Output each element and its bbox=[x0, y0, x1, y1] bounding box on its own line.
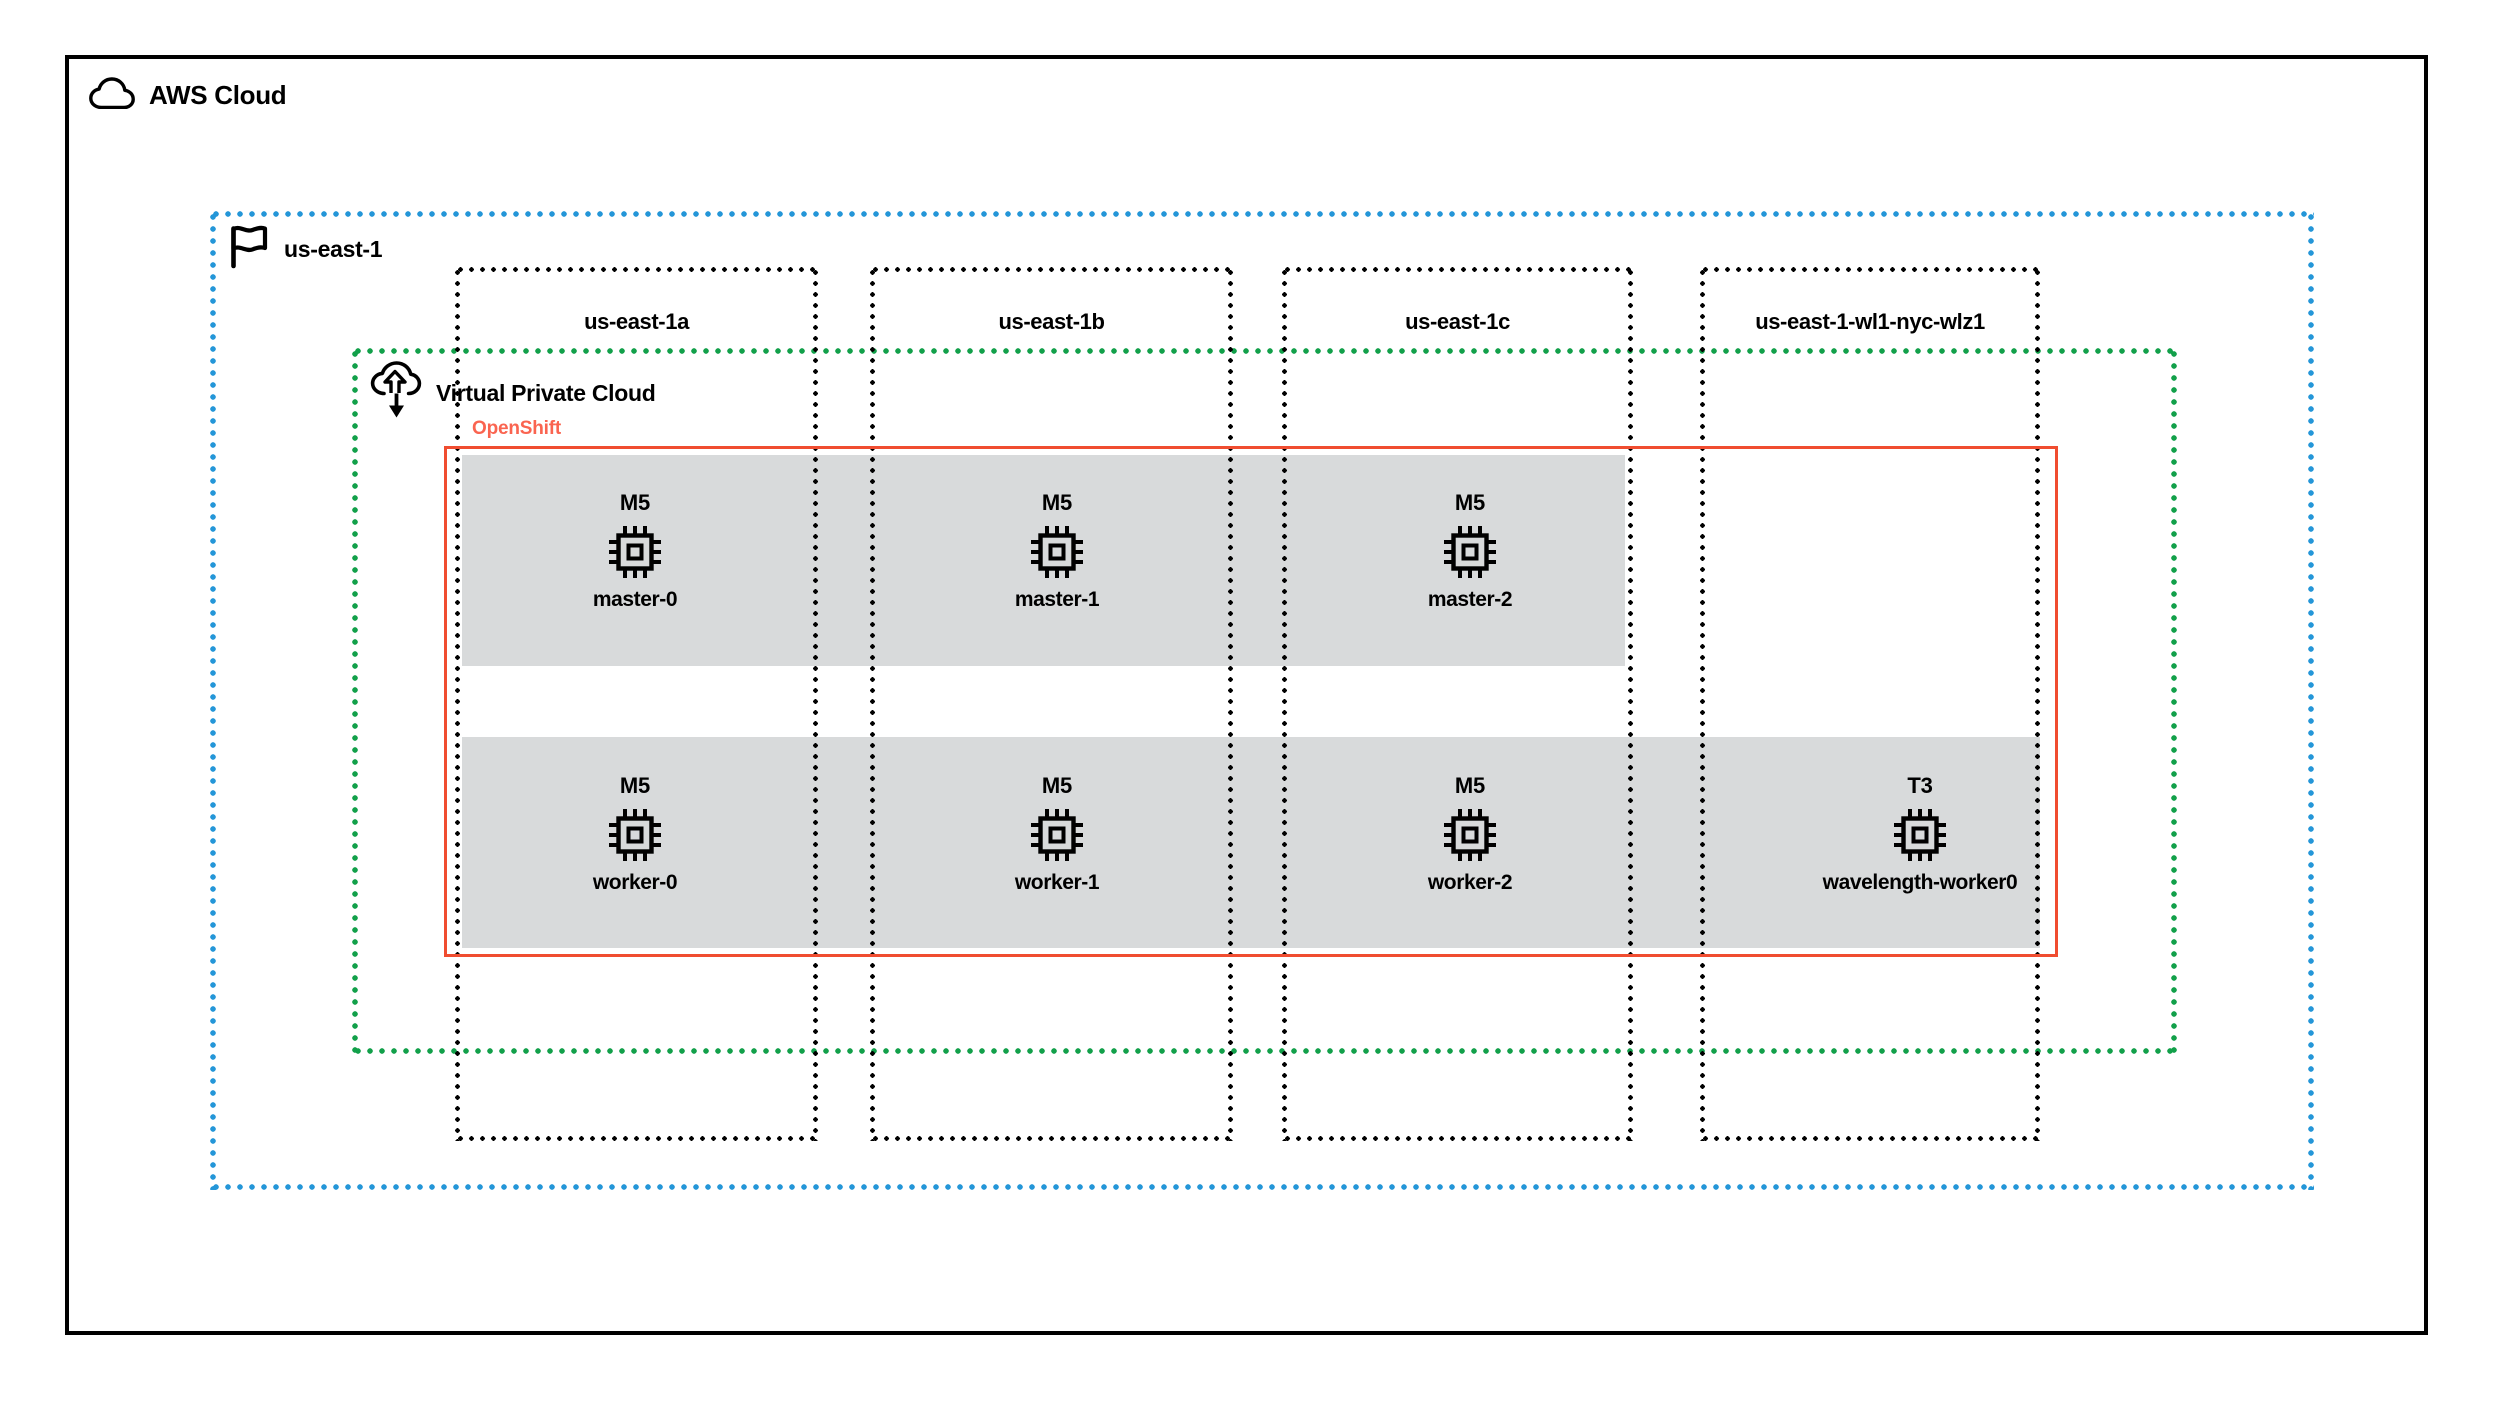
instance-name-label: master-1 bbox=[1014, 588, 1100, 611]
availability-zone-us-east-1-wl1-nyc-wlz1: us-east-1-wl1-nyc-wlz1 bbox=[1700, 267, 2040, 1141]
instance-type-label: M5 bbox=[1454, 773, 1486, 798]
vpc-border-top bbox=[352, 348, 2177, 354]
ec2-instance-chip-icon bbox=[1891, 806, 1949, 864]
openshift-label: OpenShift bbox=[472, 418, 561, 439]
aws-cloud-header: AWS Cloud bbox=[89, 77, 287, 114]
az-border-top bbox=[1282, 267, 1633, 272]
region-group-us-east-1 bbox=[210, 211, 2314, 1190]
az-label-us-east-1b: us-east-1b bbox=[998, 309, 1105, 334]
instance-node-wavelength-worker0[interactable]: T3 wavelength-worker0 bbox=[1750, 773, 2090, 894]
instance-type-label: T3 bbox=[1907, 773, 1933, 798]
az-border-top bbox=[1700, 267, 2040, 272]
instance-node-worker-0[interactable]: M5 worker-0 bbox=[515, 773, 755, 894]
ec2-instance-chip-icon bbox=[606, 806, 664, 864]
instance-node-master-2[interactable]: M5 master-2 bbox=[1350, 490, 1590, 611]
instance-name-label: worker-1 bbox=[1014, 871, 1100, 894]
region-border-bottom bbox=[210, 1184, 2314, 1190]
instance-name-label: master-0 bbox=[592, 588, 678, 611]
availability-zone-us-east-1b: us-east-1b bbox=[870, 267, 1233, 1141]
region-border-right bbox=[2308, 211, 2314, 1190]
az-border-bottom bbox=[455, 1136, 818, 1141]
ec2-instance-chip-icon bbox=[1441, 806, 1499, 864]
az-border-bottom bbox=[1282, 1136, 1633, 1141]
instance-name-label: worker-0 bbox=[592, 871, 678, 894]
vpc-border-right bbox=[2171, 348, 2177, 1054]
az-border-bottom bbox=[1700, 1136, 2040, 1141]
az-label-us-east-1-wl1-nyc-wlz1: us-east-1-wl1-nyc-wlz1 bbox=[1755, 309, 1985, 334]
region-border-top bbox=[210, 211, 2314, 217]
az-border-left bbox=[1282, 267, 1287, 1141]
aws-cloud-icon bbox=[89, 77, 135, 114]
region-header: us-east-1 bbox=[228, 224, 383, 275]
vpc-header: Virtual Private Cloud bbox=[370, 360, 656, 427]
az-border-left bbox=[870, 267, 875, 1141]
az-border-left bbox=[455, 267, 460, 1141]
vpc-border-bottom bbox=[352, 1048, 2177, 1054]
instance-node-master-1[interactable]: M5 master-1 bbox=[937, 490, 1177, 611]
ec2-instance-chip-icon bbox=[1028, 523, 1086, 581]
az-border-right bbox=[2035, 267, 2040, 1141]
vpc-group bbox=[352, 348, 2177, 1054]
instance-name-label: wavelength-worker0 bbox=[1822, 871, 2018, 894]
instance-name-label: worker-2 bbox=[1427, 871, 1513, 894]
az-border-top bbox=[455, 267, 818, 272]
az-border-right bbox=[813, 267, 818, 1141]
availability-zone-us-east-1c: us-east-1c bbox=[1282, 267, 1633, 1141]
instance-type-label: M5 bbox=[1041, 490, 1073, 515]
region-label: us-east-1 bbox=[284, 236, 383, 262]
availability-zone-us-east-1a: us-east-1a bbox=[455, 267, 818, 1141]
az-label-us-east-1c: us-east-1c bbox=[1405, 309, 1510, 334]
instance-type-label: M5 bbox=[1454, 490, 1486, 515]
openshift-cluster-group bbox=[444, 446, 2058, 957]
instance-name-label: master-2 bbox=[1427, 588, 1513, 611]
aws-cloud-label: AWS Cloud bbox=[149, 80, 287, 110]
az-label-us-east-1a: us-east-1a bbox=[584, 309, 689, 334]
instance-type-label: M5 bbox=[619, 490, 651, 515]
vpc-cloud-arrows-icon bbox=[370, 360, 422, 427]
instance-node-worker-2[interactable]: M5 worker-2 bbox=[1350, 773, 1590, 894]
az-border-right bbox=[1628, 267, 1633, 1141]
instance-node-worker-1[interactable]: M5 worker-1 bbox=[937, 773, 1177, 894]
vpc-label: Virtual Private Cloud bbox=[436, 380, 656, 406]
ec2-instance-chip-icon bbox=[1441, 523, 1499, 581]
instance-type-label: M5 bbox=[619, 773, 651, 798]
vpc-border-left bbox=[352, 348, 358, 1054]
ec2-instance-chip-icon bbox=[606, 523, 664, 581]
instance-type-label: M5 bbox=[1041, 773, 1073, 798]
az-border-right bbox=[1228, 267, 1233, 1141]
worker-nodes-band bbox=[462, 737, 2040, 948]
az-border-top bbox=[870, 267, 1233, 272]
az-border-bottom bbox=[870, 1136, 1233, 1141]
az-border-left bbox=[1700, 267, 1705, 1141]
region-border-left bbox=[210, 211, 216, 1190]
instance-node-master-0[interactable]: M5 master-0 bbox=[515, 490, 755, 611]
ec2-instance-chip-icon bbox=[1028, 806, 1086, 864]
region-flag-icon bbox=[228, 224, 270, 275]
